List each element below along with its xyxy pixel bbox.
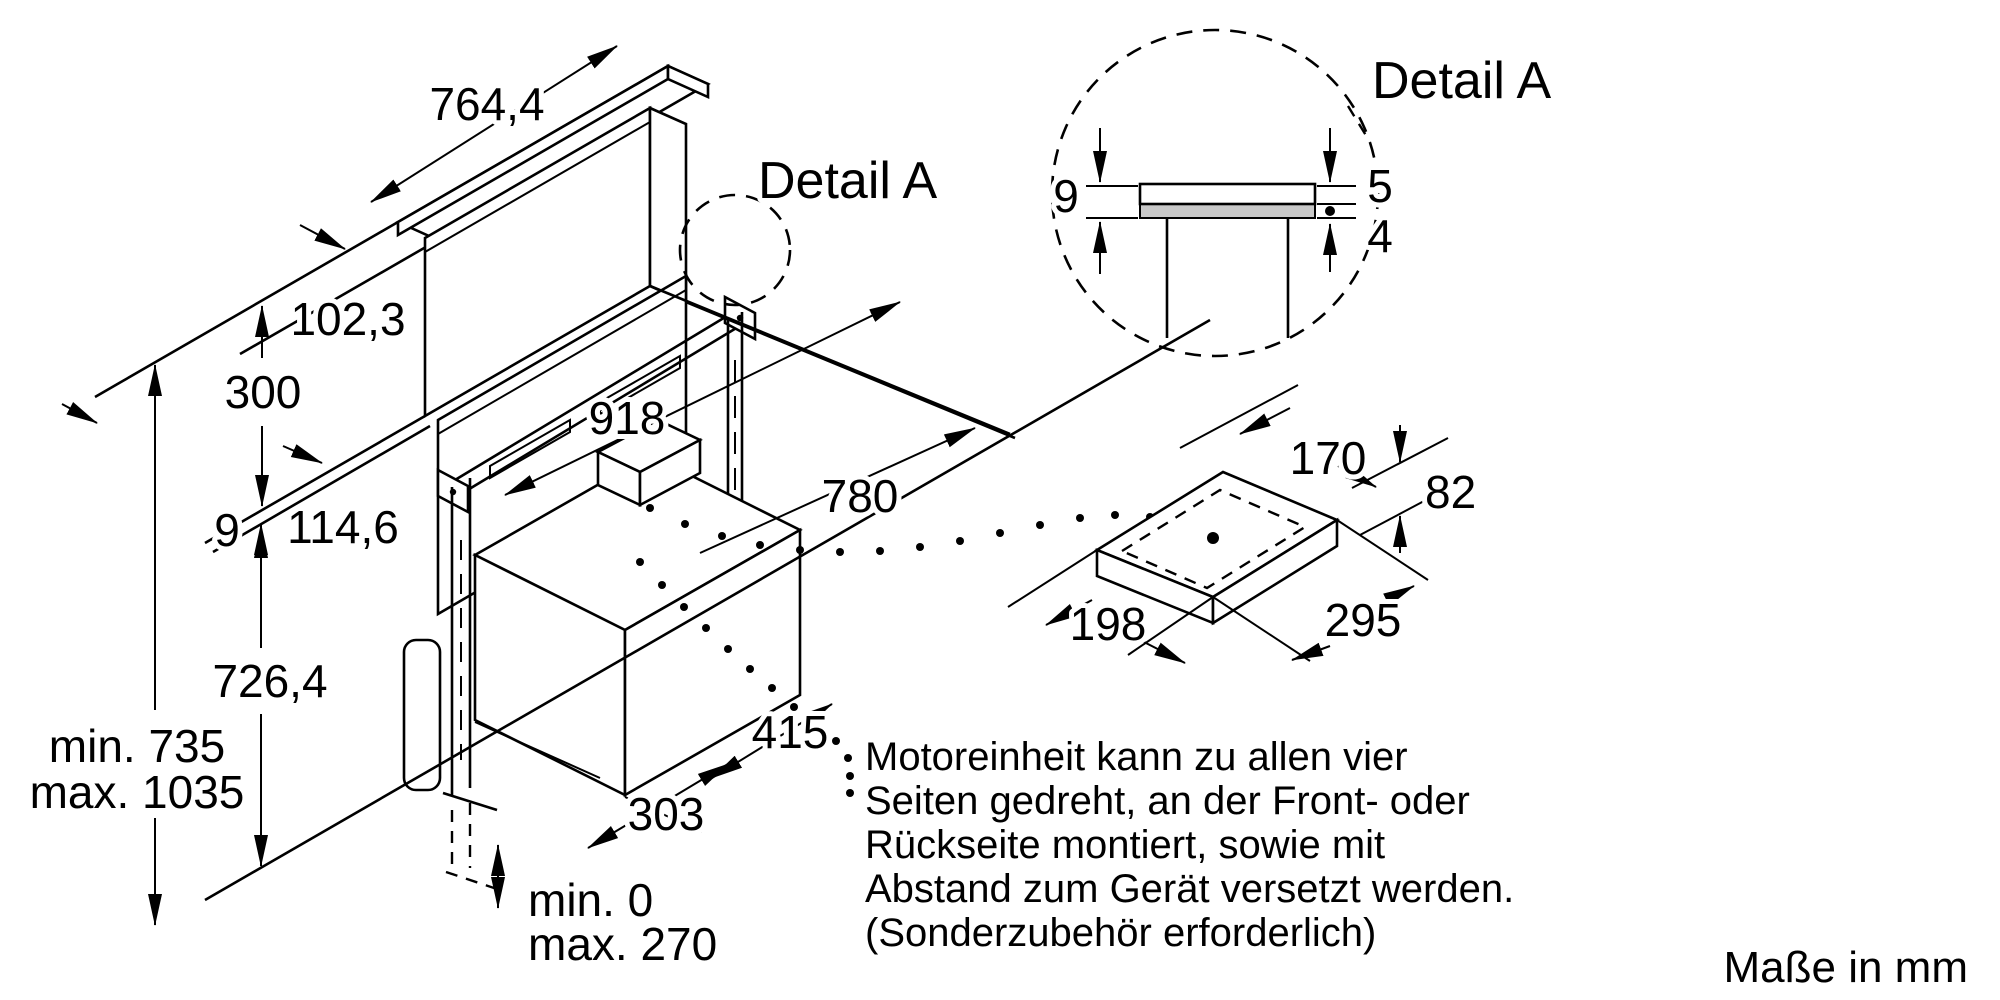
dim-motor-width: 303 (474, 721, 729, 849)
detail-view: Detail A 9 5 4 (1048, 28, 1557, 358)
detail-callout-label: Detail A (758, 152, 938, 210)
dim-rail-width-label: 918 (589, 392, 666, 444)
remote-dim-depth-side: 295 (1212, 519, 1429, 662)
remote-dim-height-label: 82 (1425, 466, 1476, 518)
remote-dim-width-label: 170 (1290, 432, 1367, 484)
dim-front-offset-label: 114,6 (287, 501, 399, 553)
units-note: Maße in mm (1724, 943, 1968, 992)
detail-callout-circle (678, 193, 792, 307)
left-support-leg (402, 478, 501, 892)
remote-dim-depth-front-label: 198 (1070, 598, 1147, 650)
dim-height-above: 300 (220, 305, 306, 507)
dim-top-depth-label: 102,3 (290, 293, 405, 345)
dim-motor-width-label: 303 (628, 788, 705, 840)
dim-top-width-label: 764,4 (429, 78, 544, 130)
dim-height-below-label: 726,4 (212, 655, 327, 707)
note-line-1: Motoreinheit kann zu allen vier (865, 735, 1408, 779)
detail-view-leader (1346, 105, 1372, 143)
dim-leg-ext-max-label: max. 270 (528, 918, 717, 970)
detail-dim-below-label: 4 (1367, 210, 1393, 262)
detail-dim-split: 5 4 (1317, 128, 1398, 272)
dim-leg-extension: min. 0 max. 270 (491, 844, 722, 975)
remote-dim-width: 170 (1179, 384, 1377, 489)
dim-top-depth: 102,3 (61, 224, 411, 424)
dim-height-above-label: 300 (225, 366, 302, 418)
dim-total-height: min. 735 max. 1035 (25, 364, 249, 926)
floor-line (204, 318, 1211, 902)
remote-motor-view: 170 82 198 295 (1007, 384, 1481, 664)
motor-unit-box (472, 453, 803, 798)
note-line-5: (Sonderzubehör erforderlich) (865, 911, 1376, 955)
dim-total-max-label: max. 1035 (30, 766, 245, 818)
dim-depth: 780 (699, 427, 976, 554)
detail-section-drawing (1138, 182, 1317, 338)
remote-motor-box (1094, 470, 1340, 626)
note-line-3: Rückseite montiert, sowie mit (865, 823, 1385, 867)
dim-total-min-label: min. 735 (49, 720, 225, 772)
detail-view-title: Detail A (1372, 52, 1552, 110)
detail-dim-above-label: 5 (1367, 160, 1393, 212)
worktop-right-edges (649, 284, 1016, 440)
detail-dim-total: 9 (1048, 128, 1138, 274)
detail-view-circle (1050, 28, 1380, 358)
remote-dim-depth-front: 198 (1007, 549, 1214, 664)
dim-depth-label: 780 (822, 470, 899, 522)
note-line-2: Seiten gedreht, an der Front- oder (865, 779, 1470, 823)
remote-dim-depth-side-label: 295 (1325, 594, 1402, 646)
note-block: Motoreinheit kann zu allen vier Seiten g… (862, 732, 1517, 958)
dim-worktop-thickness-label: 9 (214, 504, 240, 556)
worktop-edge-lines (94, 220, 439, 554)
main-view: 764,4 102,3 300 9 114,6 918 780 (25, 45, 1211, 975)
dim-leg-ext-min-label: min. 0 (528, 874, 653, 926)
note-line-4: Abstand zum Gerät versetzt werden. (865, 867, 1514, 911)
dim-rail-width: 918 (504, 301, 901, 496)
remote-dim-height: 82 (1351, 425, 1481, 553)
dim-motor-offset-label: 415 (752, 706, 829, 758)
detail-dim-total-label: 9 (1053, 170, 1079, 222)
dim-worktop-thickness: 9 (209, 499, 268, 561)
dim-front-offset: 114,6 (282, 444, 404, 558)
dim-motor-offset: 415 (711, 701, 833, 779)
dim-top-width: 764,4 (370, 45, 618, 203)
dim-height-below: 726,4 (207, 523, 333, 867)
